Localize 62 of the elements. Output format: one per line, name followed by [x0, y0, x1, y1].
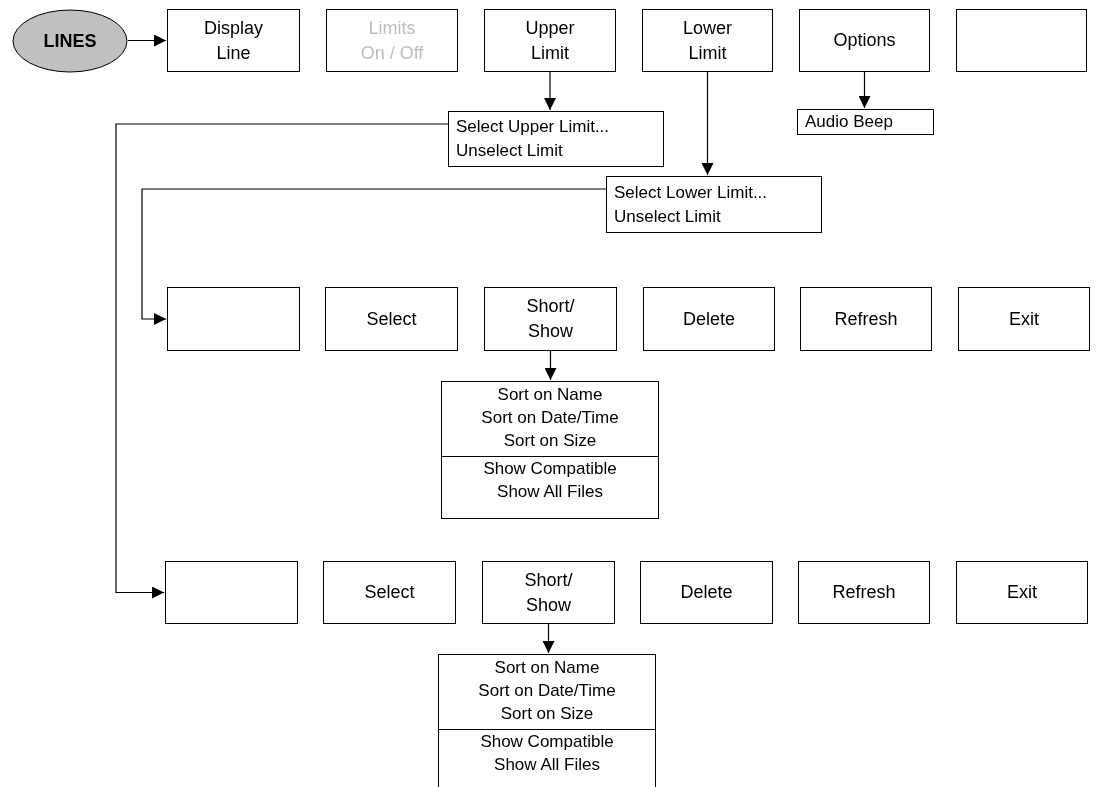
arrow	[542, 623, 555, 654]
softkey-label: Exit	[1007, 581, 1037, 604]
softkey-box	[798, 561, 930, 624]
softkey-box	[325, 287, 458, 351]
softkey-box	[484, 287, 617, 351]
softkey-label: Limits On / Off	[359, 16, 425, 65]
softkey-box	[958, 287, 1090, 351]
menu-item: Sort on Name	[493, 657, 601, 679]
softkey-box	[956, 561, 1088, 624]
softkey-label: Refresh	[832, 581, 896, 604]
softkey-label: Refresh	[834, 307, 898, 331]
softkey-label: Short/ Show	[525, 295, 576, 343]
menu-item: Show Compatible	[482, 458, 618, 480]
softkey-box	[642, 9, 773, 72]
softkey-label: Delete	[680, 581, 733, 604]
menu-box	[797, 109, 934, 135]
arrow	[115, 123, 449, 599]
softkey-label: Options	[833, 29, 896, 52]
node-label: LINES	[43, 29, 97, 53]
menu-item: Sort on Size	[499, 703, 595, 725]
softkey-box	[800, 287, 932, 351]
softkey-label: Select	[366, 307, 417, 331]
menu-box	[438, 654, 656, 787]
menu-box	[448, 111, 664, 167]
menu-item: Show Compatible	[479, 731, 615, 753]
menu-item: Unselect Limit	[614, 205, 722, 228]
softkey-box	[326, 9, 458, 72]
menu-item: Select Upper Limit...	[456, 116, 611, 138]
softkey-label: Select	[364, 581, 415, 604]
menu-item: Audio Beep	[805, 111, 894, 133]
softkey-box	[323, 561, 456, 624]
empty-softkey-box	[167, 287, 300, 351]
softkey-label: Short/ Show	[523, 568, 574, 617]
softkey-box	[482, 561, 615, 624]
menu-item: Show All Files	[493, 754, 601, 776]
softkey-label: Delete	[683, 307, 735, 331]
empty-softkey-box	[956, 9, 1087, 72]
softkey-label: Exit	[1009, 307, 1039, 331]
menu-item: Show All Files	[496, 481, 604, 503]
menu-box	[441, 381, 659, 519]
softkey-box	[643, 287, 775, 351]
menu-item: Select Lower Limit...	[614, 181, 769, 204]
menu-item: Unselect Limit	[456, 140, 564, 162]
menu-box	[606, 176, 822, 233]
softkey-label: Lower Limit	[682, 16, 733, 65]
arrow	[127, 34, 167, 47]
softkey-label: Display Line	[203, 16, 264, 65]
menu-item: Sort on Name	[496, 384, 604, 406]
softkey-box	[799, 9, 930, 72]
softkey-box	[167, 9, 300, 72]
softkey-box	[640, 561, 773, 624]
menu-item: Sort on Date/Time	[480, 407, 620, 429]
menu-item: Sort on Date/Time	[477, 680, 617, 702]
arrow	[701, 71, 714, 176]
arrow	[544, 350, 557, 381]
arrow	[858, 71, 871, 109]
empty-softkey-box	[165, 561, 298, 624]
arrow	[141, 188, 607, 325]
softkey-label: Upper Limit	[524, 16, 576, 65]
arrow	[544, 71, 556, 111]
softkey-box	[484, 9, 616, 72]
menu-item: Sort on Size	[502, 430, 598, 452]
